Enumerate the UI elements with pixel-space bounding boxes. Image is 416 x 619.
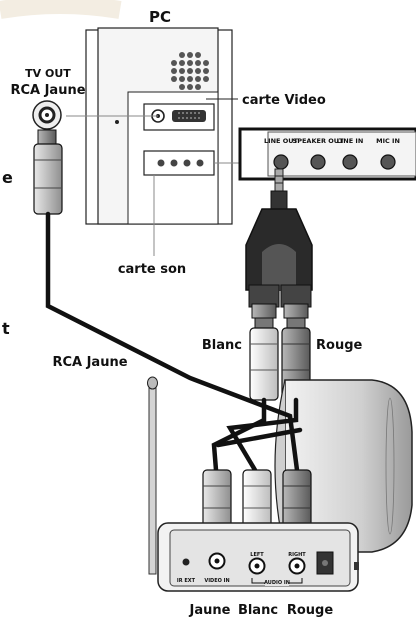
blanc-label: Blanc	[202, 338, 242, 353]
port-line-out-label: LINE OUT	[264, 137, 299, 145]
y-splitter-adapter	[245, 208, 313, 319]
sound-card	[143, 150, 215, 176]
ir-ext-label: IR EXT	[177, 578, 196, 584]
tv-out-label: TV OUT	[25, 67, 71, 80]
left-label: LEFT	[250, 552, 264, 558]
video-in-label: VIDEO IN	[204, 578, 229, 584]
rouge-label: Rouge	[316, 338, 363, 353]
carte-son-label: carte son	[118, 262, 186, 277]
video-card	[143, 103, 215, 131]
cable-jaune	[45, 211, 300, 473]
tv-out-rca-label: RCA Jaune	[10, 83, 85, 98]
right-label: RIGHT	[288, 552, 306, 558]
side-text-t: t	[2, 319, 10, 338]
bottom-blanc-label: Blanc	[238, 603, 278, 618]
rca-plug-blanc-top	[249, 317, 279, 401]
receiver-box: IR EXT VIDEO IN LEFT RIGHT AUDIO IN	[157, 522, 359, 592]
speaker-grille	[171, 52, 209, 90]
cable-cross	[215, 427, 303, 448]
carte-video-label: carte Video	[242, 93, 326, 108]
audio-in-label: AUDIO IN	[264, 580, 290, 586]
port-mic-in-label: MIC IN	[376, 137, 400, 145]
rca-plug-jaune-left	[33, 129, 63, 215]
bottom-rouge-label: Rouge	[287, 603, 334, 618]
power-led-icon	[115, 120, 119, 124]
ir-ext-port-icon	[182, 558, 190, 566]
bottom-jaune-label: Jaune	[189, 603, 231, 618]
cables	[45, 211, 303, 473]
tv-out-jack-icon	[32, 100, 62, 130]
pc-title: PC	[149, 8, 171, 26]
cable-blanc	[211, 397, 267, 473]
vga-port-icon	[172, 110, 206, 122]
port-line-in-label: LINE IN	[337, 137, 364, 145]
sound-port-panel: LINE OUT SPEAKER OUT LINE IN MIC IN	[238, 127, 416, 181]
side-button-icon	[354, 562, 359, 570]
cable-rouge	[226, 397, 299, 473]
port-speaker-out-label: SPEAKER OUT	[293, 137, 344, 145]
rod-antenna	[147, 376, 158, 575]
background-decoration	[0, 0, 122, 19]
rca-jaune-cable-label: RCA Jaune	[52, 355, 127, 370]
side-text-e: e	[2, 168, 13, 187]
